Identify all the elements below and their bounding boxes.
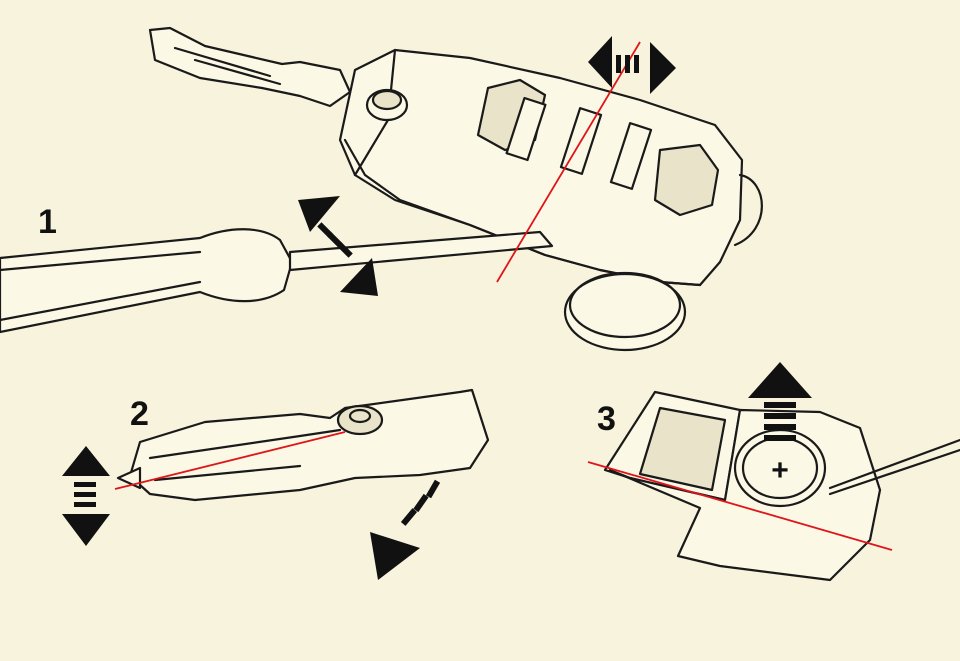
step-3-label: 3 [597, 400, 616, 438]
lock-button [653, 143, 720, 217]
arrow-horizontal-double [588, 36, 676, 94]
guide-line-1 [496, 41, 641, 283]
step-2-label: 2 [130, 395, 149, 433]
step-2-illustration: 2 [62, 388, 490, 580]
key-ring [733, 173, 763, 247]
arrow-diagonal-double [298, 196, 378, 296]
pry-tool [828, 438, 960, 496]
pivot-knob [336, 404, 384, 436]
arrow-curved-down [370, 479, 441, 580]
screwdriver-shaft [288, 230, 554, 272]
guide-line-2 [114, 431, 346, 490]
guide-line-3 [587, 461, 893, 551]
step-1-label: 1 [38, 203, 57, 241]
step-3-illustration: + 3 [587, 362, 960, 582]
middle-button [609, 122, 653, 190]
panic-button [505, 96, 547, 162]
key-remote-body [338, 48, 744, 287]
screwdriver-handle [0, 228, 294, 334]
arrow-up [748, 362, 812, 441]
key-side-profile [128, 388, 490, 502]
battery-polarity-symbol: + [771, 454, 789, 487]
arrow-vertical-double [62, 446, 110, 546]
step-1-illustration: 1 [0, 26, 763, 352]
key-blade [148, 26, 352, 108]
